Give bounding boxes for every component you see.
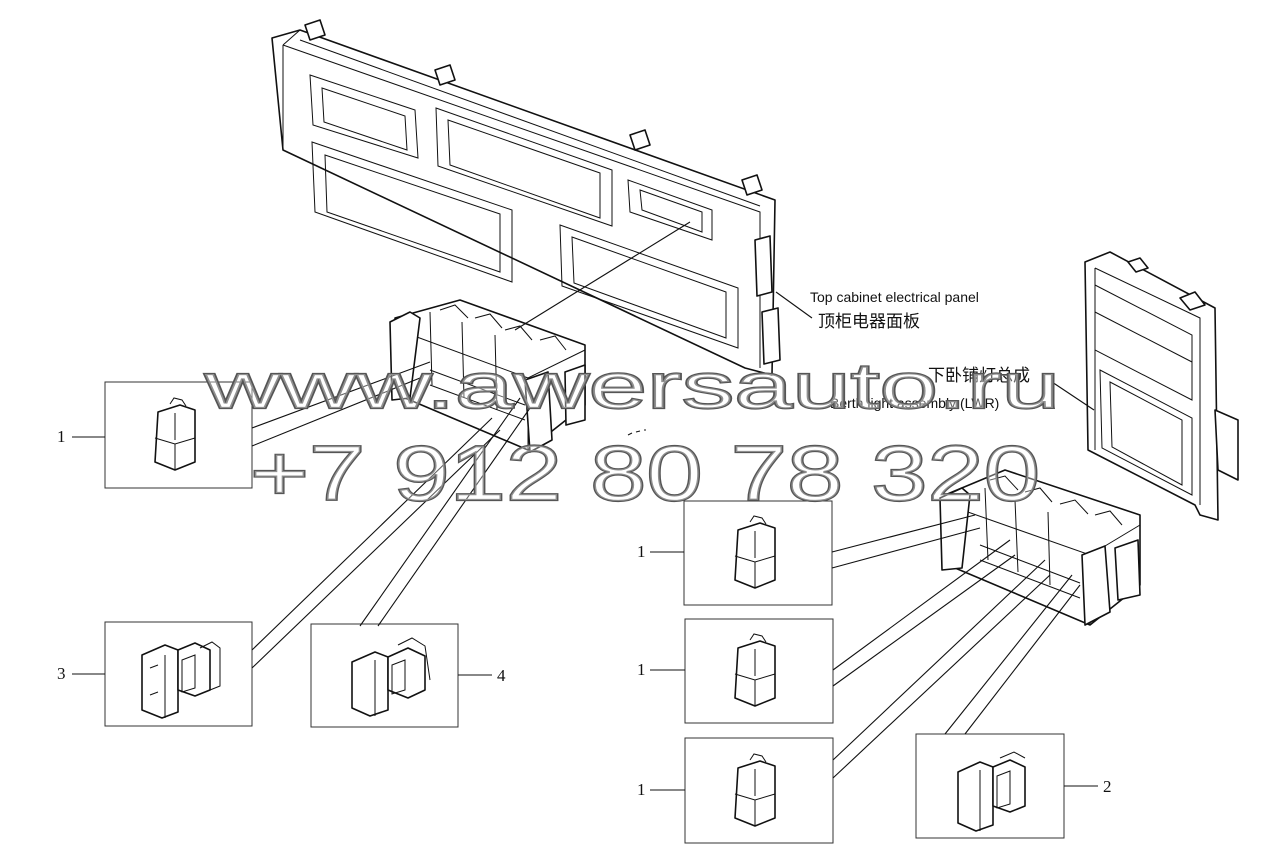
callout-right-2: 2 <box>1103 777 1112 796</box>
right-switch-holder-drawing <box>939 469 1141 626</box>
callout-right-1b: 1 <box>637 660 646 679</box>
detail-box-right-2 <box>915 733 1065 839</box>
leader-lines <box>72 221 1098 791</box>
left-switch-holder-drawing <box>389 299 586 453</box>
detail-box-left-3 <box>104 621 253 727</box>
top-panel-label-cn: 顶柜电器面板 <box>818 312 920 332</box>
detail-box-left-1 <box>104 381 253 489</box>
stray-mark <box>627 429 646 436</box>
berth-light-label-en: Berth light assembly (LWR) <box>830 395 999 411</box>
callout-left-1: 1 <box>57 427 66 446</box>
callout-left-3: 3 <box>57 664 66 683</box>
berth-light-assembly-drawing <box>1084 251 1239 521</box>
watermark-phone: +7 912 80 78 320 <box>250 429 1040 517</box>
watermark-url: www.awersauto.ru <box>203 350 1060 422</box>
detail-box-right-1b <box>684 618 834 724</box>
callout-right-1a: 1 <box>637 542 646 561</box>
top-cabinet-panel-drawing <box>271 19 781 376</box>
callout-left-4: 4 <box>497 666 506 685</box>
detail-box-left-4 <box>310 623 459 728</box>
detail-box-right-1a <box>683 500 833 606</box>
top-panel-label-en: Top cabinet electrical panel <box>810 289 979 305</box>
detail-box-right-1c <box>684 737 834 844</box>
berth-light-label-cn: 下卧铺灯总成 <box>928 366 1030 386</box>
callout-right-1c: 1 <box>637 780 646 799</box>
